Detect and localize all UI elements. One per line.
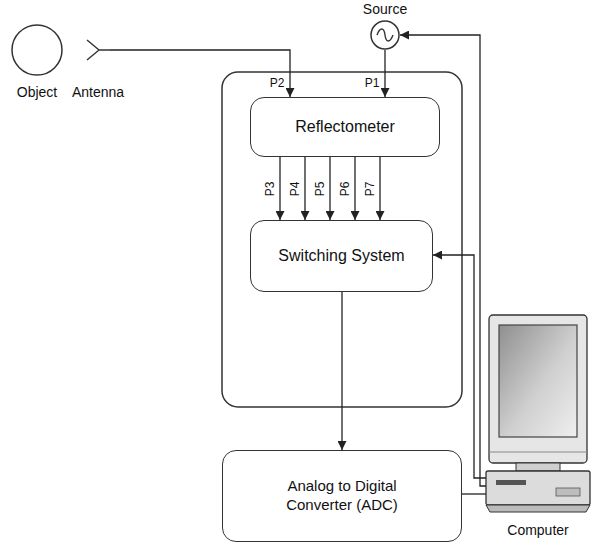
source-circle: Source <box>370 20 400 50</box>
computer-icon: Computer <box>486 312 590 518</box>
object-circle: Object <box>11 24 63 76</box>
signal-arrow <box>341 292 342 450</box>
signal-arrow <box>110 50 290 97</box>
node-label: Source <box>363 1 407 19</box>
port-label: P7 <box>364 180 376 197</box>
source-circle-graphic <box>370 20 400 50</box>
object-circle-graphic <box>11 24 63 76</box>
process-box: Analog to Digital Converter (ADC) <box>222 450 462 542</box>
box-label: Switching System <box>278 246 404 266</box>
signal-arrow <box>304 157 305 220</box>
signal-arrow <box>279 157 280 220</box>
port-label: P3 <box>264 180 276 197</box>
signal-arrow <box>329 157 330 220</box>
computer-icon-graphic <box>486 312 590 518</box>
node-label: Object <box>17 84 57 102</box>
signal-arrow <box>384 50 385 97</box>
antenna-symbol: Antenna <box>86 38 110 62</box>
node-label: Computer <box>507 522 568 540</box>
port-label: P4 <box>289 180 301 197</box>
port-label: P2 <box>269 77 286 89</box>
signal-arrow <box>354 157 355 220</box>
port-label: P1 <box>364 77 381 89</box>
box-label: Analog to Digital Converter (ADC) <box>262 477 422 515</box>
signal-arrow <box>433 255 486 478</box>
port-label: P6 <box>339 180 351 197</box>
signal-arrow <box>462 493 486 494</box>
box-label: Reflectometer <box>295 117 395 137</box>
node-label: Antenna <box>72 84 124 102</box>
antenna-symbol-graphic <box>86 38 110 62</box>
signal-arrow <box>379 157 380 220</box>
process-box: Reflectometer <box>250 97 440 157</box>
process-box: Switching System <box>250 220 433 292</box>
port-label: P5 <box>314 180 326 197</box>
